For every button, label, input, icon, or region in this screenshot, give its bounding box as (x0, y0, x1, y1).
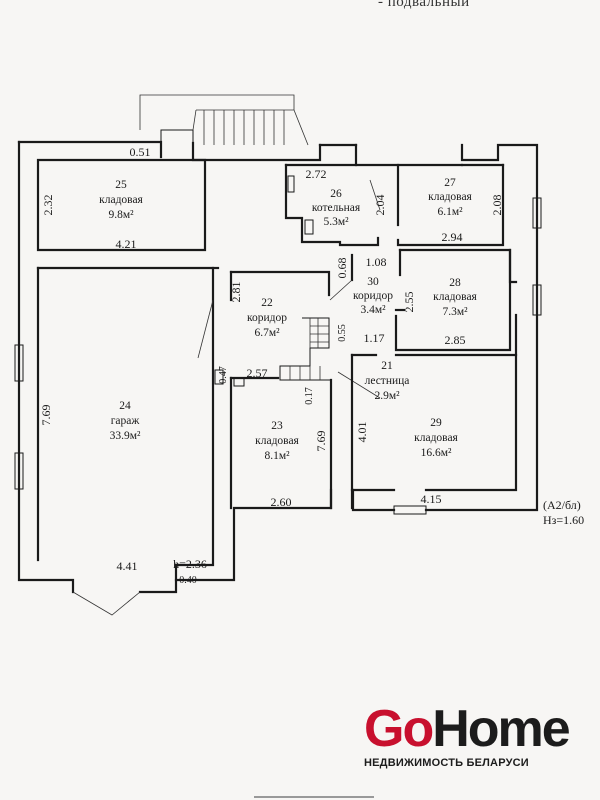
dim-255: 2.55 (402, 292, 416, 313)
room-27-area: 6.1м² (437, 206, 463, 218)
dim-285: 2.85 (445, 333, 466, 347)
room-30-name: коридор (353, 290, 393, 302)
dim-401: 4.01 (355, 422, 369, 443)
room-24-outline (36, 266, 215, 582)
dim-769-room: 7.69 (314, 431, 328, 452)
dim-208: 2.08 (490, 195, 504, 216)
dim-421: 4.21 (116, 237, 137, 251)
gohome-logo: GoHome НЕДВИЖИМОСТЬ БЕЛАРУСИ (364, 703, 571, 769)
dim-051: 0.51 (130, 145, 151, 159)
room-26-area: 5.3м² (323, 216, 349, 228)
dim-294: 2.94 (442, 230, 463, 244)
room-26-id: 26 (330, 188, 342, 200)
room-22-area: 6.7м² (254, 327, 280, 339)
room-21-area: 2.9м² (374, 390, 400, 402)
room-27-id: 27 (444, 177, 456, 189)
left-windows (14, 344, 24, 490)
logo-home: Home (432, 700, 570, 758)
room-26-name: котельная (312, 202, 361, 214)
room-26-outline (284, 163, 380, 247)
room-28-outline (394, 248, 512, 352)
dim-281: 2.81 (229, 282, 243, 303)
room-28-area: 7.3м² (442, 306, 468, 318)
room-28-name: кладовая (433, 291, 477, 303)
room-24-id: 24 (119, 400, 131, 412)
room-24-name: гараж (111, 415, 140, 427)
dim-232: 2.32 (41, 195, 55, 216)
room-25-name: кладовая (99, 194, 143, 206)
dim-017: 0.17 (304, 387, 315, 405)
room-25-id: 25 (115, 179, 127, 191)
dim-769-left: 7.69 (39, 405, 53, 426)
room-30-id: 30 (367, 276, 379, 288)
dim-040: 0.40 (179, 575, 197, 586)
room-23-area: 8.1м² (264, 450, 290, 462)
dim-108: 1.08 (366, 255, 387, 269)
dim-055: 0.55 (337, 324, 348, 342)
bottom-divider (254, 796, 374, 798)
room-21-name: лестница (365, 375, 410, 387)
dim-068: 0.68 (335, 258, 349, 279)
room-29-id: 29 (430, 417, 442, 429)
dim-h236: h=2.36 (173, 557, 207, 571)
room-21-stair (279, 317, 381, 399)
logo-go: Go (364, 700, 434, 758)
room-30-area: 3.4м² (360, 304, 386, 316)
room-25-area: 9.8м² (108, 209, 134, 221)
dim-117: 1.17 (364, 331, 385, 345)
room-22-name: коридор (247, 312, 287, 324)
room-21-id: 21 (381, 360, 393, 372)
level-note-line2: Hз=1.60 (543, 513, 584, 527)
level-note-line1: (А2/бл) (543, 498, 581, 512)
dim-047: 0.47 (218, 366, 229, 384)
header-partial-text: - подвальный (378, 0, 470, 10)
dim-441: 4.41 (117, 559, 138, 573)
room-23-name: кладовая (255, 435, 299, 447)
right-windows (393, 197, 542, 515)
room-28-id: 28 (449, 277, 461, 289)
room-22-id: 22 (261, 297, 273, 309)
room-25-outline (36, 158, 207, 252)
room-27-name: кладовая (428, 191, 472, 203)
room-23-id: 23 (271, 420, 283, 432)
dim-260: 2.60 (271, 495, 292, 509)
room-22-outline (229, 270, 331, 297)
room-24-area: 33.9м² (110, 430, 141, 442)
dim-415: 4.15 (421, 492, 442, 506)
room-29-name: кладовая (414, 432, 458, 444)
entry-stair (139, 94, 309, 146)
logo-tagline: НЕДВИЖИМОСТЬ БЕЛАРУСИ (364, 757, 529, 769)
dim-257: 2.57 (247, 366, 268, 380)
dim-272: 2.72 (306, 167, 327, 181)
dim-204: 2.04 (373, 195, 387, 216)
room-29-area: 16.6м² (421, 447, 452, 459)
